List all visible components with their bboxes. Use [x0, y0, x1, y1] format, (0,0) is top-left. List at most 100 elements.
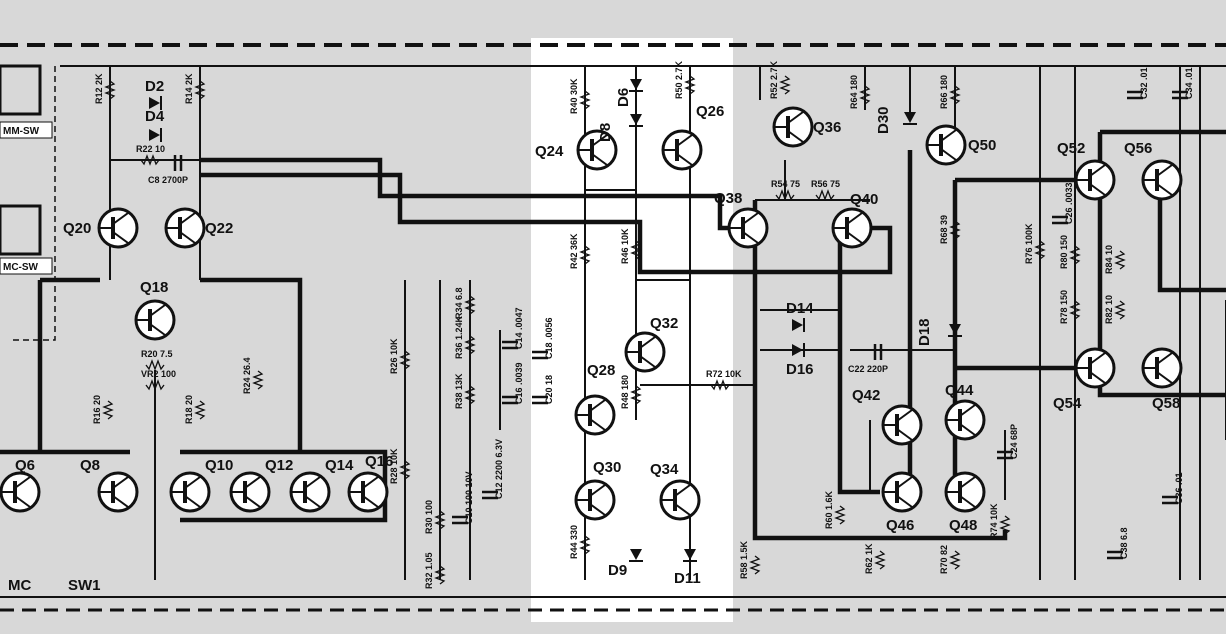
- q22-label: Q22: [205, 220, 233, 237]
- r20-resistor: R20 7.5: [141, 349, 173, 371]
- q30-transistor: [574, 479, 616, 521]
- r36-resistor: R36 1.24K: [454, 315, 476, 359]
- q6-label: Q6: [15, 457, 35, 474]
- d18-diode: D18: [916, 318, 962, 346]
- q44-label: Q44: [945, 382, 974, 399]
- r54-resistor: R54 75: [771, 179, 800, 201]
- r32-label: R32 1.05: [424, 552, 434, 589]
- q24-transistor: [576, 129, 618, 171]
- mm-switch-box: [0, 64, 42, 116]
- r56-label: R56 75: [811, 179, 840, 189]
- r46-resistor: R46 10K: [620, 228, 642, 264]
- r40-label: R40 30K: [569, 78, 579, 114]
- wire-q22-q40: [200, 172, 893, 275]
- r22-label: R22 10: [136, 144, 165, 154]
- q48-transistor: [944, 471, 986, 513]
- r42-resistor: R42 36K: [569, 233, 591, 269]
- d16-diode: D16: [786, 343, 814, 378]
- r78-label: R78 150: [1059, 290, 1069, 324]
- r42-label: R42 36K: [569, 233, 579, 269]
- r68-label: R68 39: [939, 215, 949, 244]
- c10-capacitor: C10 100 10V: [452, 471, 474, 525]
- r60-resistor: R60 1.6K: [824, 490, 846, 529]
- r68-resistor: R68 39: [939, 215, 961, 244]
- q38-transistor: [727, 207, 769, 249]
- r30-label: R30 100: [424, 500, 434, 534]
- r80-resistor: R80 150: [1059, 235, 1081, 269]
- q16-transistor: [347, 471, 389, 513]
- d30-label: D30: [875, 106, 892, 134]
- d30-diode: D30: [875, 106, 917, 134]
- q56-transistor: [1141, 159, 1183, 201]
- wire-center-column: [584, 66, 691, 580]
- c36-label: C36 .01: [1174, 472, 1184, 504]
- d2-label: D2: [145, 78, 164, 95]
- wire-q18: [40, 277, 303, 452]
- mc-switch-box: [0, 204, 42, 256]
- q18-label: Q18: [140, 279, 168, 296]
- vr2-label: VR2 100: [141, 369, 176, 379]
- r50-resistor: R50 2.7K: [674, 60, 696, 99]
- d2-diode: D2: [145, 78, 164, 110]
- r40-resistor: R40 30K: [569, 78, 591, 114]
- d16-label: D16: [786, 361, 814, 378]
- r24-label: R24 26.4: [242, 357, 252, 394]
- switch-link: [10, 66, 56, 341]
- q26-transistor: [661, 129, 703, 171]
- r60-label: R60 1.6K: [824, 490, 834, 529]
- mm-switch-label: MM-SW: [3, 126, 40, 137]
- d9-label: D9: [608, 562, 627, 579]
- c22-label: C22 220P: [848, 364, 888, 374]
- r28-label: R28 10K: [389, 448, 399, 484]
- q40-transistor: [831, 207, 873, 249]
- c32-label: C32 .01: [1139, 67, 1149, 99]
- d4-diode: D4: [145, 108, 165, 142]
- q10-label: Q10: [205, 457, 233, 474]
- wire-q22-q38: [200, 157, 740, 231]
- q12-transistor: [229, 471, 271, 513]
- q42-transistor: [881, 404, 923, 446]
- r48-label: R48 180: [620, 375, 630, 409]
- r34-label: R34 6.8: [454, 287, 464, 319]
- q34-label: Q34: [650, 461, 679, 478]
- c12-capacitor: C12 2200 6.3V: [482, 439, 504, 500]
- r14-label: R14 2K: [184, 73, 194, 104]
- q12-label: Q12: [265, 457, 293, 474]
- r38-label: R38 13K: [454, 373, 464, 409]
- q26-label: Q26: [696, 103, 724, 120]
- q50-transistor: [925, 124, 967, 166]
- q20-label: Q20: [63, 220, 91, 237]
- r24-resistor: R24 26.4: [242, 357, 264, 394]
- r46-label: R46 10K: [620, 228, 630, 264]
- wire-q40-bus: [837, 228, 880, 495]
- c18-capacitor: C18 .0056: [532, 317, 554, 360]
- mm-switch-label-box: [0, 121, 53, 139]
- q36-transistor: [772, 106, 814, 148]
- q24-label: Q24: [535, 143, 564, 160]
- r50-label: R50 2.7K: [674, 60, 684, 99]
- q18-transistor: [134, 299, 176, 341]
- q42-label: Q42: [852, 387, 880, 404]
- mode-label: MC: [8, 577, 31, 594]
- r74-resistor: R74 10K: [989, 503, 1011, 539]
- c16-capacitor: C16 .0039: [502, 362, 524, 405]
- capacitor-group: C8 2700P C12 2200 6.3V C10 100 10V C14 .004…: [148, 67, 1194, 560]
- r26-resistor: R26 10K: [389, 338, 411, 374]
- d8-diode: D8: [597, 114, 643, 142]
- c10-label: C10 100 10V: [464, 471, 474, 524]
- c34-label: C34 .01: [1184, 67, 1194, 99]
- mc-switch-label-box: [0, 257, 53, 275]
- q38-label: Q38: [714, 190, 742, 207]
- c14-capacitor: C14 .0047: [502, 307, 524, 350]
- q22-transistor: [164, 207, 206, 249]
- c8-capacitor: C8 2700P: [148, 155, 188, 185]
- c34-capacitor: C34 .01: [1172, 67, 1194, 100]
- r26-label: R26 10K: [389, 338, 399, 374]
- r62-resistor: R62 1K: [864, 543, 886, 574]
- r28-resistor: R28 10K: [389, 448, 411, 484]
- r16-resistor: R16 20: [92, 395, 114, 424]
- c20-capacitor: C20 18: [532, 375, 554, 405]
- r84-resistor: R84 10: [1104, 245, 1126, 274]
